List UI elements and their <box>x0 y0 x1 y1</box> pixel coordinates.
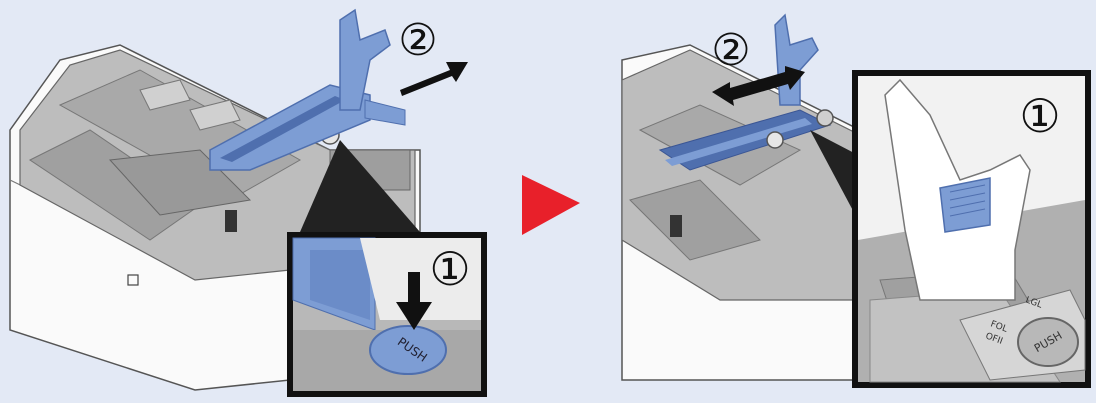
width-guide-right <box>774 13 819 106</box>
slide-arrow-icon <box>400 62 468 96</box>
width-guide <box>209 8 406 171</box>
left-step-1-label: ① <box>429 242 470 296</box>
right-panel: ② PUSH LGL FOL OFII ① <box>621 13 1091 388</box>
push-button-right <box>1017 317 1079 367</box>
left-panel: ② PUSH ① <box>9 8 487 397</box>
zoom-inset-push: PUSH ① <box>287 232 487 397</box>
red-triangle-right-icon <box>522 175 580 235</box>
slide-double-arrow-icon <box>712 66 805 106</box>
callout-pointer <box>300 140 420 232</box>
right-step-1-label: ① <box>1019 89 1060 143</box>
callout-pointer-right <box>810 130 858 220</box>
right-step-2-label: ② <box>711 25 750 76</box>
push-button <box>369 325 447 375</box>
left-step-2-label: ② <box>398 15 437 66</box>
push-down-arrow-icon <box>396 272 432 330</box>
zoom-inset-guide: PUSH LGL FOL OFII ① <box>852 70 1091 388</box>
